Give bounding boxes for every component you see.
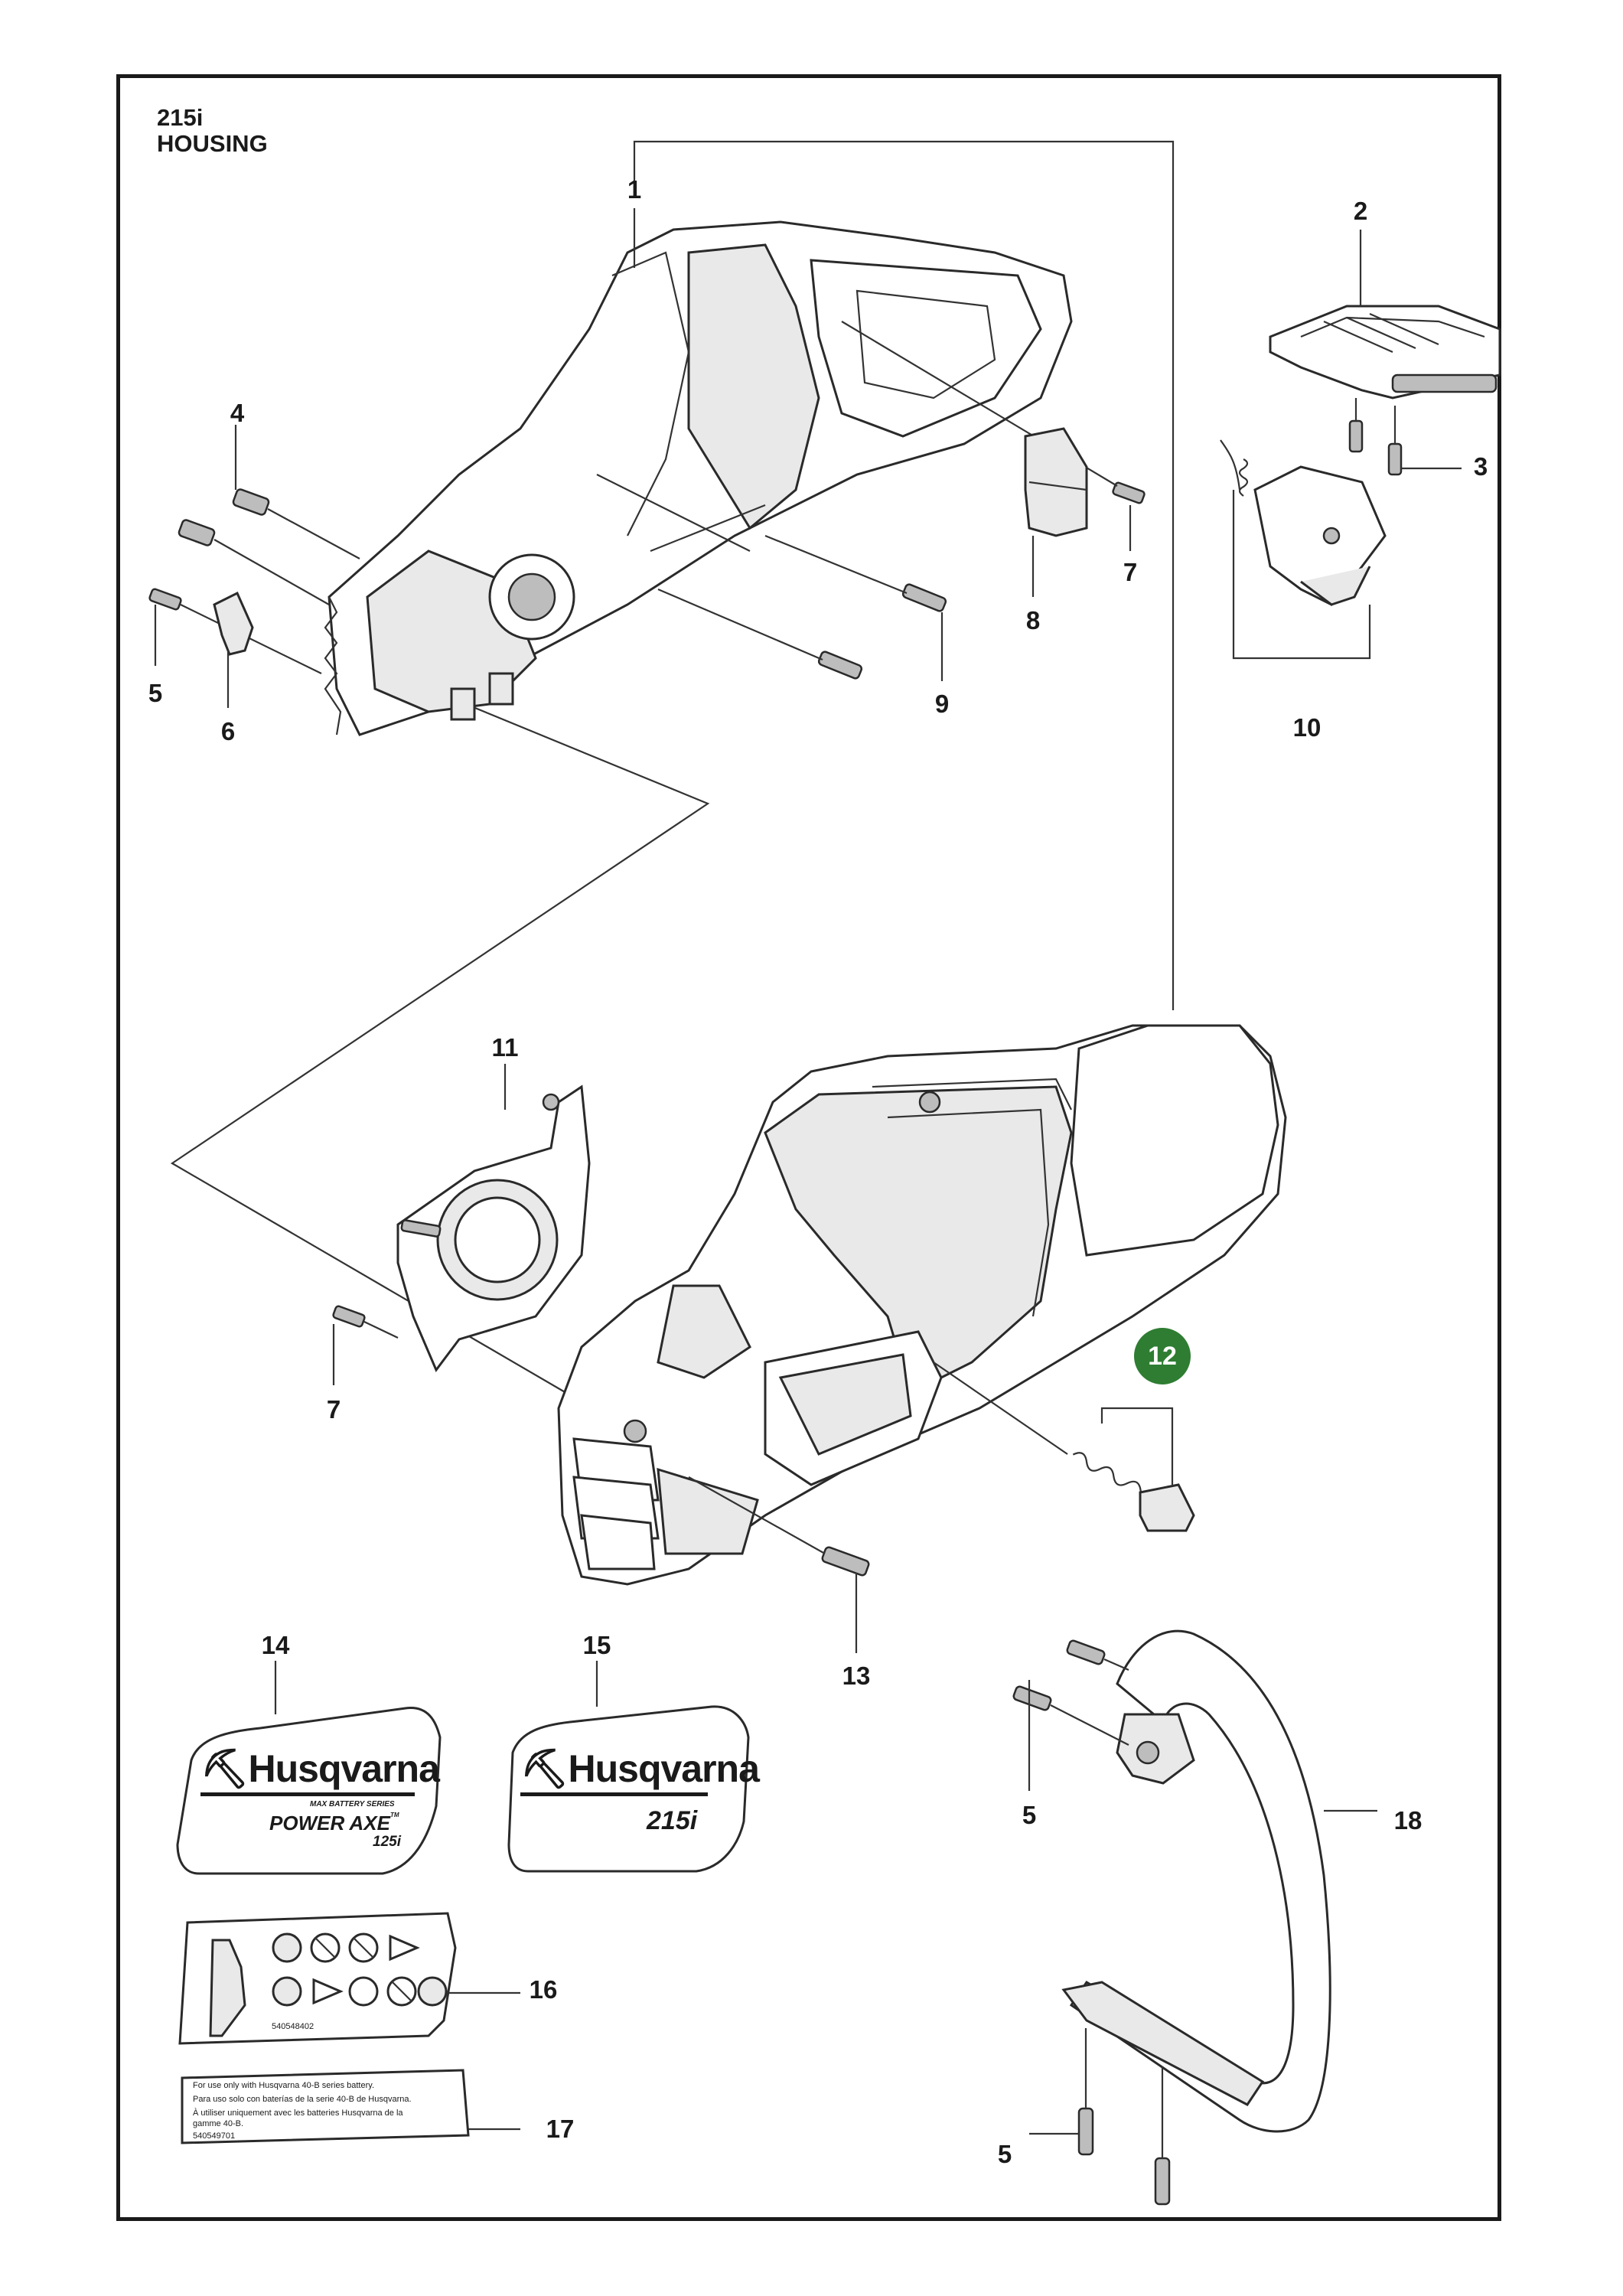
callout-4: 4 bbox=[230, 399, 245, 427]
housing-lower bbox=[557, 1024, 1287, 1586]
decal-15-model: 215i bbox=[647, 1806, 698, 1835]
section-title: HOUSING bbox=[157, 130, 268, 157]
callout-9: 9 bbox=[934, 690, 950, 718]
decal-14-brand: ⛏Husqvarna bbox=[200, 1747, 440, 1790]
callout-7-lower: 7 bbox=[326, 1395, 341, 1424]
husqvarna-logo-icon: ⛏ bbox=[200, 1747, 249, 1790]
screw-9a bbox=[901, 583, 947, 612]
callout-15: 15 bbox=[582, 1631, 611, 1659]
fan-cover-11 bbox=[396, 1084, 591, 1372]
trigger-10 bbox=[1253, 465, 1387, 606]
safety-pictograms bbox=[272, 1932, 448, 2007]
callout-16: 16 bbox=[529, 1975, 558, 2004]
housing-upper bbox=[324, 220, 1073, 736]
callout-14: 14 bbox=[261, 1631, 290, 1659]
screw-5a bbox=[148, 588, 182, 611]
decal-14-outline bbox=[176, 1707, 442, 1875]
screw-5c bbox=[1077, 2107, 1171, 2206]
callout-5-upper: 5 bbox=[148, 679, 163, 707]
callout-18: 18 bbox=[1393, 1806, 1423, 1835]
buffer-12 bbox=[1139, 1483, 1195, 1532]
callout-7-upper: 7 bbox=[1123, 558, 1138, 586]
decal-17-part-number: 540549701 bbox=[193, 2131, 236, 2141]
husqvarna-logo-icon: ⛏ bbox=[520, 1747, 569, 1790]
screw-4a bbox=[232, 488, 270, 516]
clip-8 bbox=[1024, 427, 1088, 537]
decal-16-part-number: 540548402 bbox=[272, 2022, 314, 2031]
callout-10: 10 bbox=[1292, 713, 1322, 742]
screw-4b bbox=[178, 519, 216, 546]
decal-15-outline bbox=[507, 1705, 750, 1873]
decal-17-line-4: gamme 40-B. bbox=[193, 2119, 244, 2128]
decal-17-line-1: For use only with Husqvarna 40-B series … bbox=[193, 2081, 375, 2090]
callout-6: 6 bbox=[220, 717, 236, 745]
screw-9b bbox=[817, 651, 863, 680]
callout-2: 2 bbox=[1353, 197, 1368, 225]
decal-14-model: 125i bbox=[373, 1834, 401, 1850]
decal-15-brand: ⛏Husqvarna bbox=[520, 1747, 760, 1790]
decal-17-outline bbox=[181, 2069, 470, 2144]
model-title: 215i bbox=[157, 104, 204, 131]
screw-7b bbox=[332, 1305, 366, 1328]
decal-17-line-2: Para uso solo con baterías de la serie 4… bbox=[193, 2095, 412, 2104]
callout-13: 13 bbox=[842, 1662, 871, 1690]
decal-17-line-3: À utiliser uniquement avec les batteries… bbox=[193, 2108, 403, 2118]
callout-5-handle: 5 bbox=[1022, 1801, 1037, 1829]
screw-5b bbox=[1012, 1639, 1106, 1711]
callout-5-bottom: 5 bbox=[997, 2140, 1012, 2168]
decal-14-series: MAX BATTERY SERIES bbox=[310, 1800, 395, 1808]
front-handle-18 bbox=[1061, 1629, 1331, 2133]
drawing-frame bbox=[116, 74, 1501, 2221]
callout-1: 1 bbox=[627, 175, 642, 204]
callout-3: 3 bbox=[1473, 452, 1488, 481]
callout-8: 8 bbox=[1025, 606, 1041, 634]
decal-14-product: POWER AXETM bbox=[269, 1812, 399, 1835]
callout-17: 17 bbox=[546, 2115, 575, 2143]
bracket-6 bbox=[213, 591, 254, 656]
decal-16-outline bbox=[178, 1912, 457, 2045]
spring-10 bbox=[1220, 439, 1249, 497]
callout-12-highlight: 12 bbox=[1134, 1328, 1191, 1384]
callout-11: 11 bbox=[491, 1033, 519, 1062]
cover-2 bbox=[1269, 305, 1501, 400]
screw-7a bbox=[1112, 481, 1146, 504]
screw-13 bbox=[821, 1546, 870, 1577]
